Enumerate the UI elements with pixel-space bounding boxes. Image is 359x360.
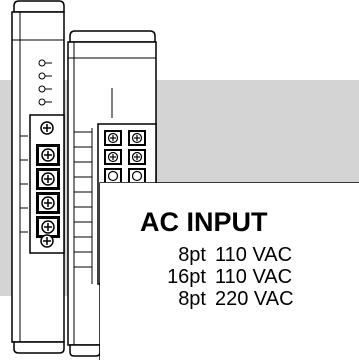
spec-row: 8pt 220 VAC [140,288,358,310]
module-title: AC INPUT [140,207,268,237]
screw-icon-group [36,121,60,248]
screw-icon [36,168,60,190]
screw-icon [104,168,122,182]
front-module-top-cap [13,0,65,13]
led-icon [38,98,46,106]
screw-icon [36,192,60,214]
screw-icon [128,130,146,146]
spec-list: 8pt 110 VAC 16pt 110 VAC 8pt 220 VAC [140,244,358,310]
spec-points: 8pt [178,288,206,310]
led-icon [38,59,46,67]
screw-icon [128,149,146,165]
led-icon-group [38,59,52,106]
front-module-bottom-cap [13,341,65,354]
spec-points: 8pt [178,244,206,266]
rear-module-bottom-cap [69,344,101,357]
spec-voltage: 110 VAC [215,244,293,266]
spec-voltage: 220 VAC [215,288,294,310]
screw-icon [36,144,60,166]
front-module [11,0,65,354]
module-label-panel: AC INPUT 8pt 110 VAC 16pt 110 VAC 8pt 22… [100,183,359,360]
led-icon [38,72,46,80]
spec-points: 16pt [167,266,206,288]
screw-icon [128,168,146,182]
screw-icon [104,149,122,165]
screw-icon-group-rear [104,130,146,182]
screw-icon [104,130,122,146]
spec-row: 16pt 110 VAC [140,266,358,288]
rear-module-top-cap [69,30,156,43]
spec-row: 8pt 110 VAC [140,244,358,266]
led-icon [38,85,46,93]
spec-voltage: 110 VAC [215,266,293,288]
screw-icon [36,216,60,238]
